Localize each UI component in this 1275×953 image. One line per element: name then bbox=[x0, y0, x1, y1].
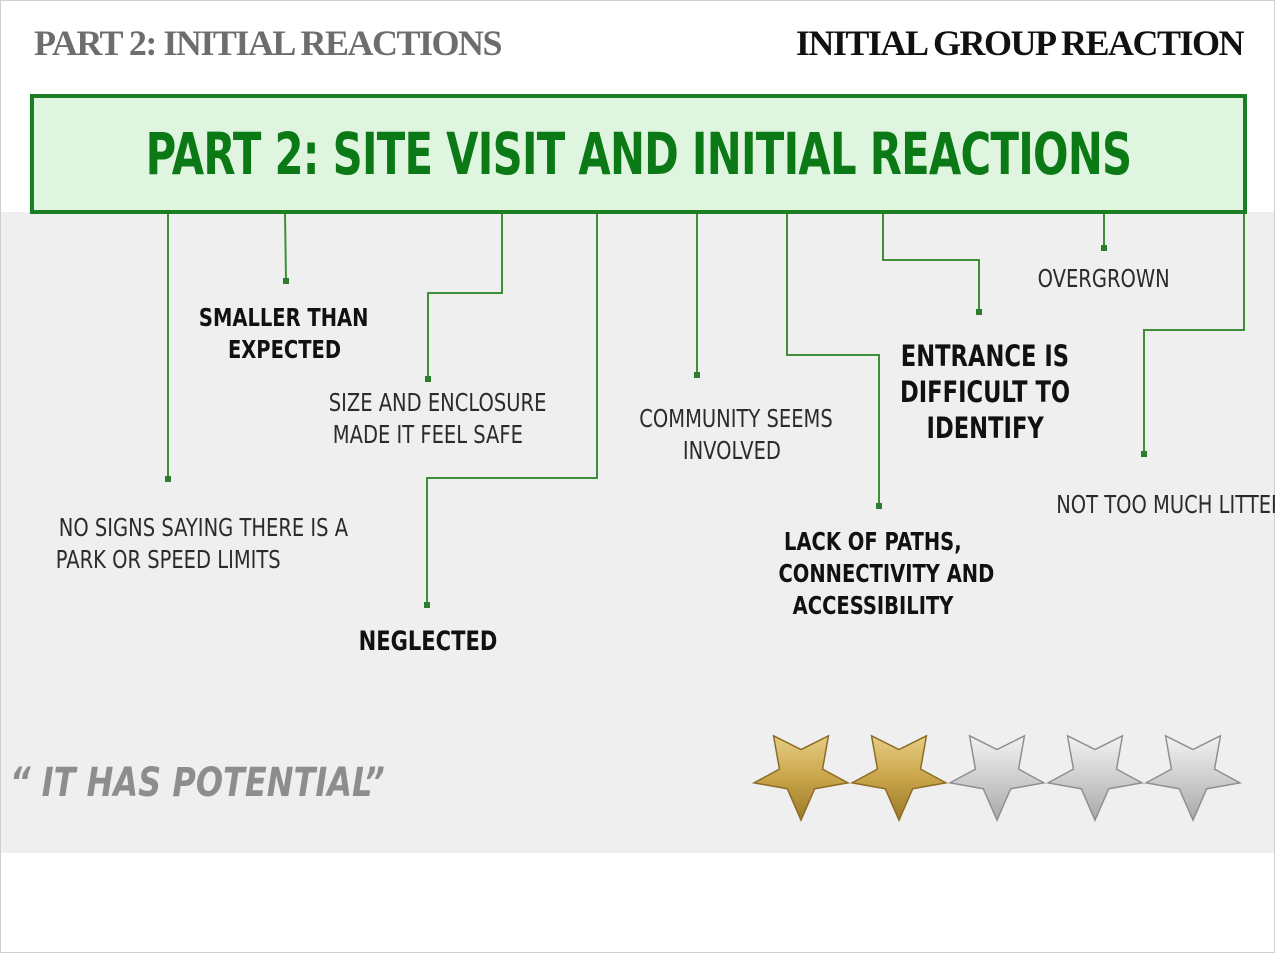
reaction-lack-paths-line3: ACCESSIBILITY bbox=[792, 591, 954, 620]
reaction-no-signs-line2: PARK OR SPEED LIMITS bbox=[55, 545, 281, 574]
star-icon-1 bbox=[752, 734, 850, 822]
reaction-smaller-line2: EXPECTED bbox=[227, 335, 341, 364]
reaction-entrance-line2: DIFFICULT TO bbox=[899, 375, 1071, 409]
reaction-overgrown-line1: OVERGROWN bbox=[1037, 264, 1171, 293]
content-panel bbox=[1, 212, 1274, 853]
star-icon-2 bbox=[850, 734, 948, 822]
reaction-neglected-line1: NEGLECTED bbox=[358, 626, 498, 657]
section-banner: PART 2: SITE VISIT AND INITIAL REACTIONS bbox=[30, 94, 1247, 214]
reaction-lack-paths-line2: CONNECTIVITY AND bbox=[778, 559, 995, 588]
star-icon-4 bbox=[1046, 734, 1144, 822]
reaction-size-enclosure: SIZE AND ENCLOSURE MADE IT FEEL SAFE bbox=[298, 387, 558, 451]
banner-title: PART 2: SITE VISIT AND INITIAL REACTIONS bbox=[145, 120, 1132, 188]
reaction-smaller: SMALLER THAN EXPECTED bbox=[174, 302, 394, 366]
reaction-lack-paths: LACK OF PATHS, CONNECTIVITY AND ACCESSIB… bbox=[748, 526, 998, 622]
reaction-neglected: NEGLECTED bbox=[328, 626, 528, 658]
quote-text: “ IT HAS POTENTIAL” bbox=[10, 760, 385, 806]
reaction-entrance: ENTRANCE IS DIFFICULT TO IDENTIFY bbox=[875, 338, 1095, 446]
connector-smaller bbox=[284, 211, 287, 282]
header-right-title: INITIAL GROUP REACTION bbox=[795, 23, 1245, 63]
reaction-litter-line1: NOT TOO MUCH LITTER bbox=[1056, 490, 1275, 519]
header-left-title: PART 2: INITIAL REACTIONS bbox=[34, 23, 503, 63]
star-rating bbox=[752, 728, 1252, 828]
reaction-size-enclosure-line2: MADE IT FEEL SAFE bbox=[332, 420, 524, 449]
reaction-size-enclosure-line1: SIZE AND ENCLOSURE bbox=[328, 388, 547, 417]
reaction-community: COMMUNITY SEEMS INVOLVED bbox=[612, 403, 852, 467]
star-icon-5 bbox=[1144, 734, 1242, 822]
reaction-lack-paths-line1: LACK OF PATHS, bbox=[784, 527, 962, 556]
reaction-no-signs-line1: NO SIGNS SAYING THERE IS A bbox=[58, 513, 349, 542]
reaction-litter: NOT TOO MUCH LITTER bbox=[1024, 489, 1275, 521]
reaction-community-line2: INVOLVED bbox=[682, 436, 782, 465]
reaction-community-line1: COMMUNITY SEEMS bbox=[639, 404, 833, 433]
connector-entrance bbox=[882, 212, 980, 312]
reaction-entrance-line1: ENTRANCE IS bbox=[900, 339, 1070, 373]
star-icon-3 bbox=[948, 734, 1046, 822]
connector-litter bbox=[1143, 212, 1245, 454]
connector-lack-paths bbox=[786, 212, 880, 506]
reaction-no-signs: NO SIGNS SAYING THERE IS A PARK OR SPEED… bbox=[18, 512, 349, 576]
reaction-smaller-line1: SMALLER THAN bbox=[199, 303, 369, 332]
reaction-overgrown: OVERGROWN bbox=[1014, 263, 1194, 295]
connector-size-enclosure bbox=[427, 212, 503, 379]
reaction-entrance-line3: IDENTIFY bbox=[926, 411, 1044, 445]
connector-neglected bbox=[426, 212, 598, 605]
